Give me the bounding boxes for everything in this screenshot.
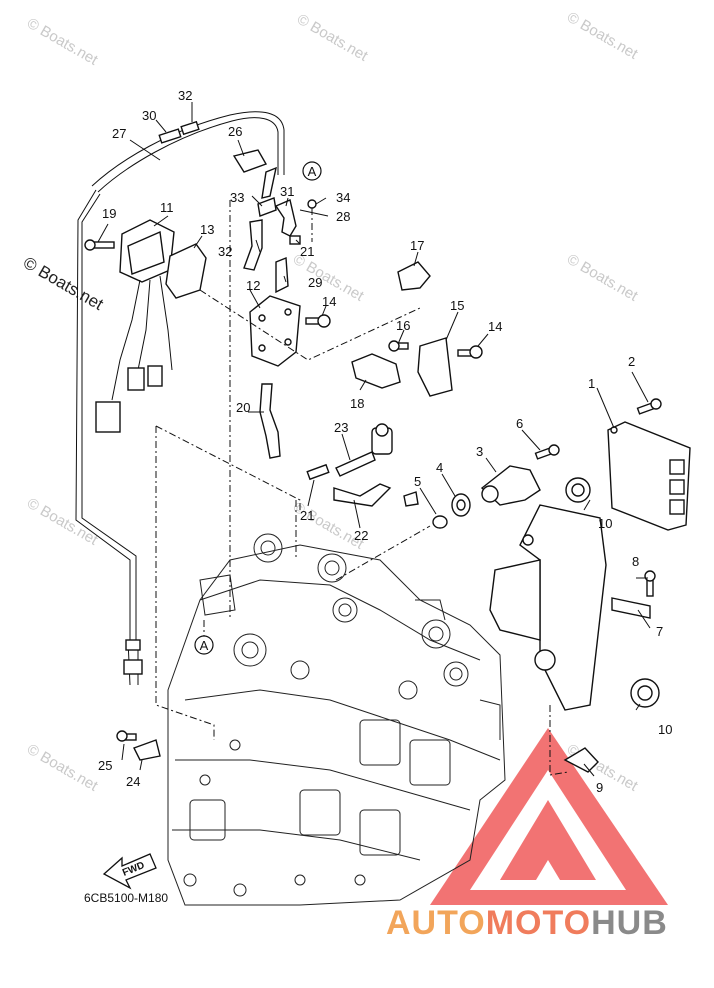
clip-9 [563,747,599,773]
callout-31: 31 [280,184,294,199]
callout-21: 21 [300,244,314,259]
sensor-18 [351,353,401,389]
callout-2: 2 [628,354,635,369]
callout-34: 34 [336,190,350,205]
watermark: © Boats.net [564,9,641,63]
wire-harness [75,189,143,686]
callout-32: 32 [218,244,232,259]
callout-21: 21 [300,508,314,523]
clamp-26 [232,149,268,173]
callout-20: 20 [236,400,250,415]
reference-marker-a-bottom: A [194,635,214,655]
callout-26: 26 [228,124,242,139]
callout-10: 10 [598,516,612,531]
watermark: © Boats.net [24,741,101,795]
callout-13: 13 [200,222,214,237]
reference-marker-a-top: A [302,161,322,181]
joint-21-lower [306,463,330,481]
callout-6: 6 [516,416,523,431]
watermark-dark: © Boats.net [20,253,107,314]
callout-1: 1 [588,376,595,391]
collar-5 [432,515,448,529]
watermark: © Boats.net [294,11,371,65]
reference-lines [155,200,569,776]
plate-12 [249,295,301,367]
ecu-bracket [489,504,651,711]
ecu-module [607,421,691,531]
bolt-14-b [457,345,483,359]
reference-marker-label: A [200,638,209,653]
watermark: © Boats.net [24,495,101,549]
callout-16: 16 [396,318,410,333]
callout-18: 18 [350,396,364,411]
bracket-15 [417,337,453,397]
hose-32-upper [261,166,277,199]
bolt-34 [307,199,317,209]
callout-29: 29 [308,275,322,290]
brand-logo-part: HUB [591,904,668,942]
callout-30: 30 [142,108,156,123]
callout-5: 5 [414,474,421,489]
clamp-24 [133,739,161,761]
joint-33 [257,197,277,217]
callout-7: 7 [656,624,663,639]
callout-27: 27 [112,126,126,141]
fitting-5b [403,491,419,507]
reference-marker-label: A [308,164,317,179]
callout-24: 24 [126,774,140,789]
sensor-unit [371,423,393,455]
callout-9: 9 [596,780,603,795]
callout-25: 25 [98,758,112,773]
bolt-8 [644,570,656,597]
bolt-19 [84,239,115,251]
hose-20 [259,383,281,459]
callout-3: 3 [476,444,483,459]
bolt-25 [116,730,137,742]
callout-10: 10 [658,722,672,737]
hose-29 [275,256,289,294]
leader-lines [97,102,651,777]
brand-logo-part: MOTO [485,904,592,942]
bolt-6 [534,444,560,460]
watermark: © Boats.net [564,251,641,305]
bolt-2 [636,398,662,415]
bolt-16 [388,340,409,352]
fwd-arrow-icon: FWD [102,853,157,890]
callout-8: 8 [632,554,639,569]
watermark: © Boats.net [24,15,101,69]
callout-33: 33 [230,190,244,205]
callout-4: 4 [436,460,443,475]
grommet-4 [451,493,471,517]
clamp-10-upper [565,477,591,503]
ignition-coil-11 [95,219,175,433]
callout-12: 12 [246,278,260,293]
callout-15: 15 [450,298,464,313]
brand-logo: AUTOMOTOHUB [386,904,668,943]
callout-19: 19 [102,206,116,221]
brand-triangle-icon [430,728,668,905]
long-hose [91,111,285,193]
callout-11: 11 [160,200,174,215]
joint-21-upper [289,235,301,245]
callout-22: 22 [354,528,368,543]
hose-22 [333,483,392,507]
callout-23: 23 [334,420,348,435]
callouts: 1 2 3 4 5 6 7 8 9 10 10 11 12 13 14 14 1… [98,88,672,795]
callout-17: 17 [410,238,424,253]
brand-logo-part: AUTO [386,904,486,942]
callout-14: 14 [488,319,502,334]
callout-28: 28 [336,209,350,224]
callout-14: 14 [322,294,336,309]
callout-32: 32 [178,88,192,103]
sensor-bracket-3 [480,465,541,506]
engine-block [167,533,506,906]
clamp-10-lower [630,678,660,708]
hose-23 [335,451,376,477]
bolt-14-a [305,314,331,328]
drawing-code: 6CB5100-M180 [84,891,168,905]
hose-32-lower [243,219,263,271]
clamp-17 [397,261,431,291]
